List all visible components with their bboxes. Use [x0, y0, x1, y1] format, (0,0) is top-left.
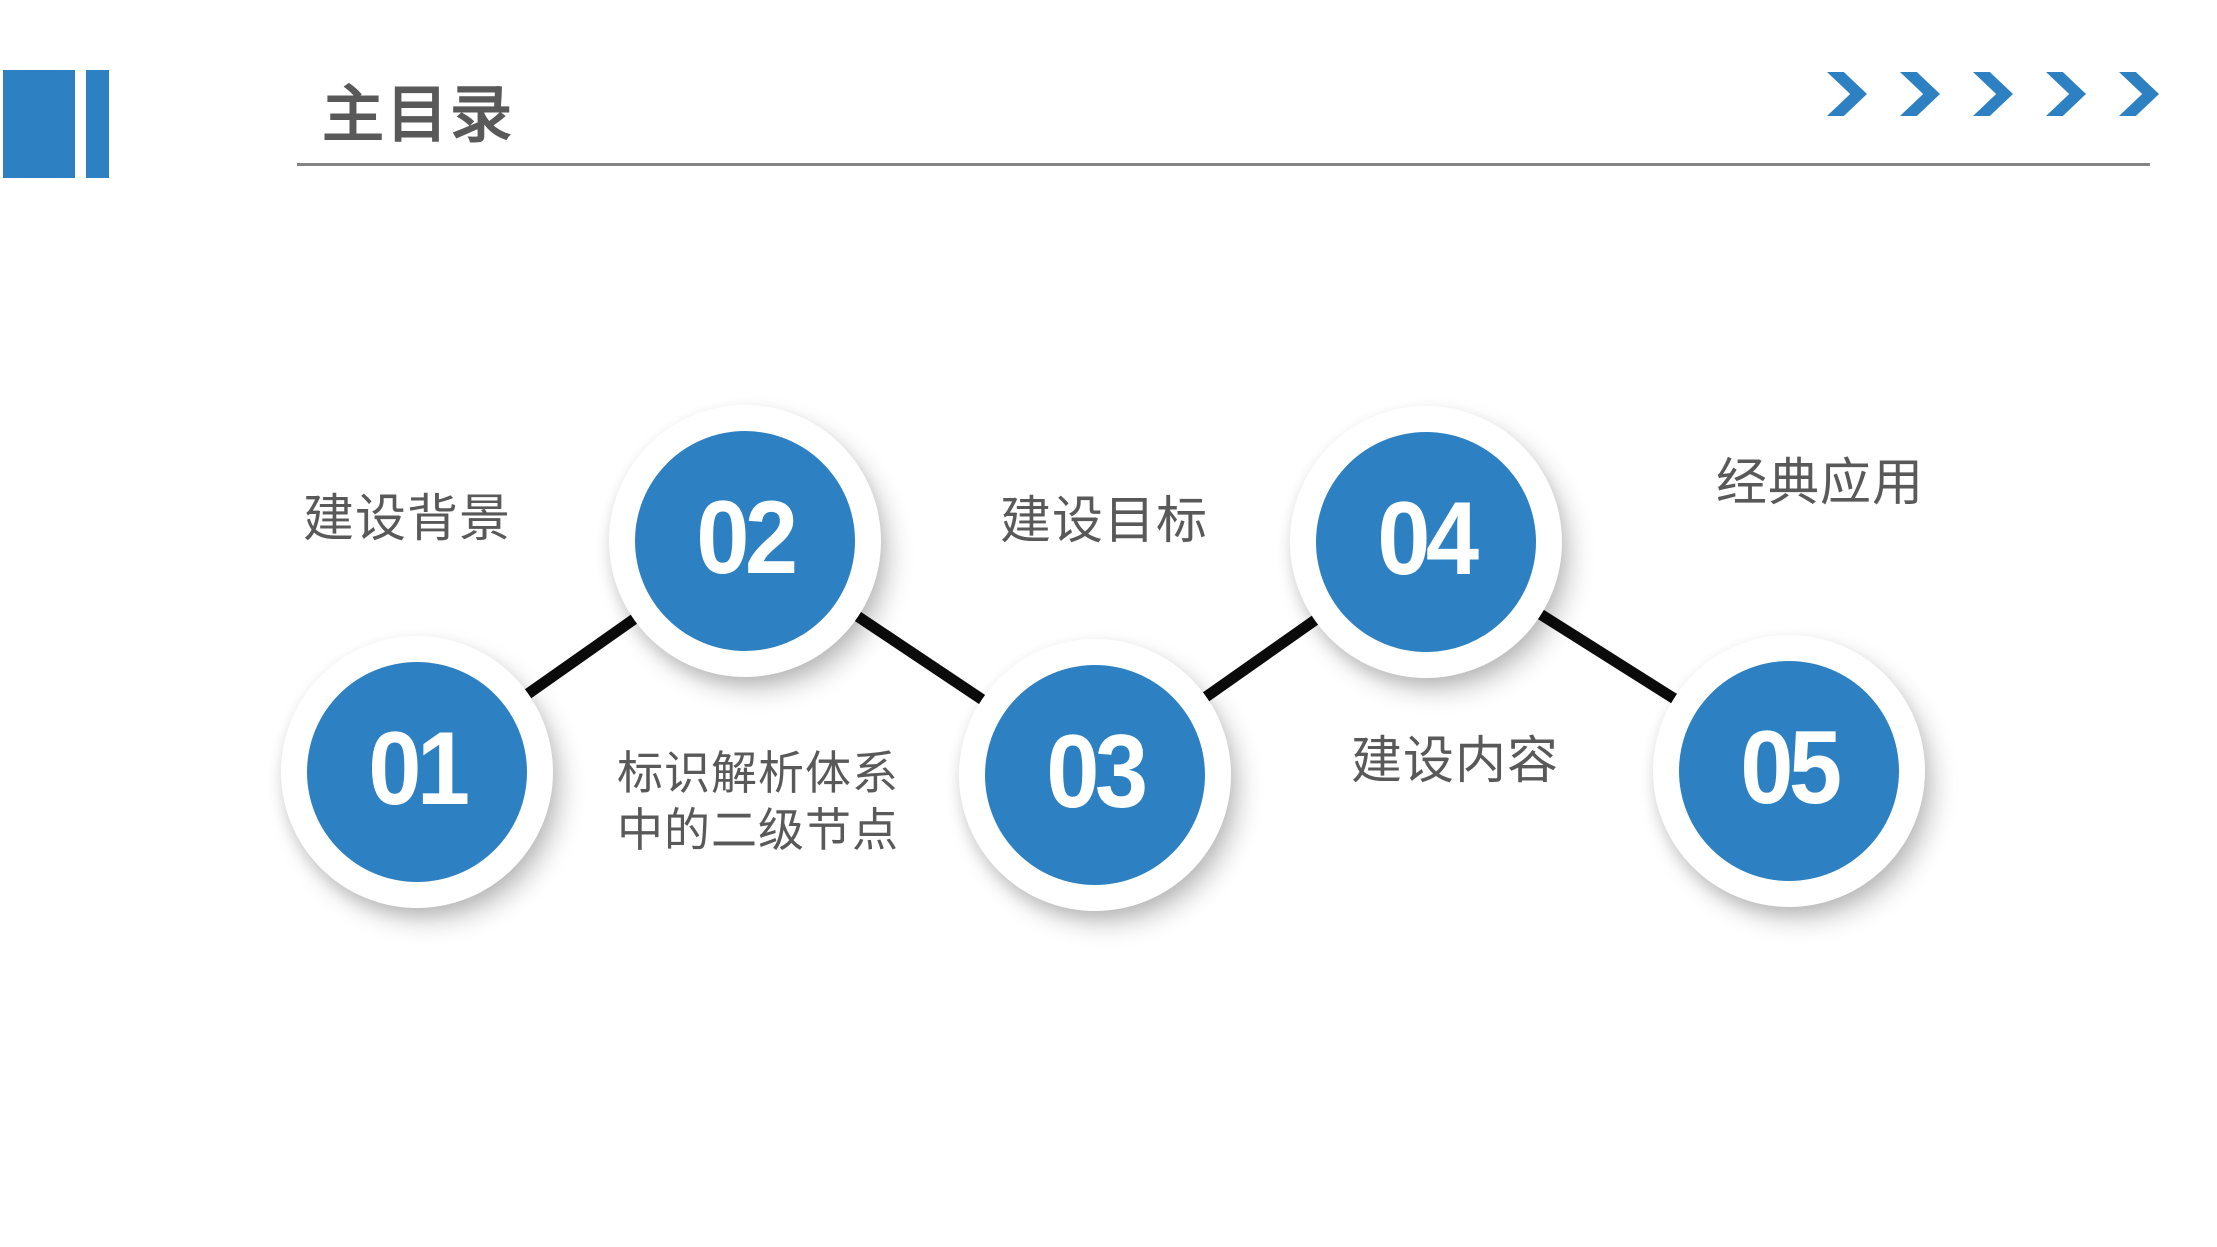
node-circle-04-fill: 04 [1316, 432, 1536, 652]
node-circle-02-fill: 02 [635, 431, 855, 651]
node-circle-02: 02 [609, 405, 881, 677]
page-title: 主目录 [322, 81, 515, 150]
node-label-01: 建设背景 [303, 490, 512, 547]
accent-bar-large [3, 70, 75, 178]
node-number: 01 [368, 711, 470, 827]
node-number: 03 [1046, 714, 1148, 830]
node-label-02: 标识解析体系 中的二级节点 [617, 747, 899, 857]
accent-bar-small [86, 70, 109, 178]
chevron-row [1827, 72, 2167, 116]
title-divider [297, 163, 2150, 166]
node-circle-03: 03 [959, 639, 1231, 911]
node-label-03: 建设目标 [1000, 492, 1209, 549]
node-circle-03-fill: 03 [985, 665, 1205, 885]
node-circle-05: 05 [1653, 635, 1925, 907]
node-label-05: 经典应用 [1716, 454, 1925, 511]
node-label-04: 建设内容 [1351, 732, 1560, 789]
node-circle-05-fill: 05 [1679, 661, 1899, 881]
node-circle-04: 04 [1290, 406, 1562, 678]
node-circle-01: 01 [281, 636, 553, 908]
node-circle-01-fill: 01 [307, 662, 527, 882]
node-number: 05 [1740, 710, 1842, 826]
node-number: 02 [696, 480, 798, 596]
node-number: 04 [1377, 481, 1479, 597]
